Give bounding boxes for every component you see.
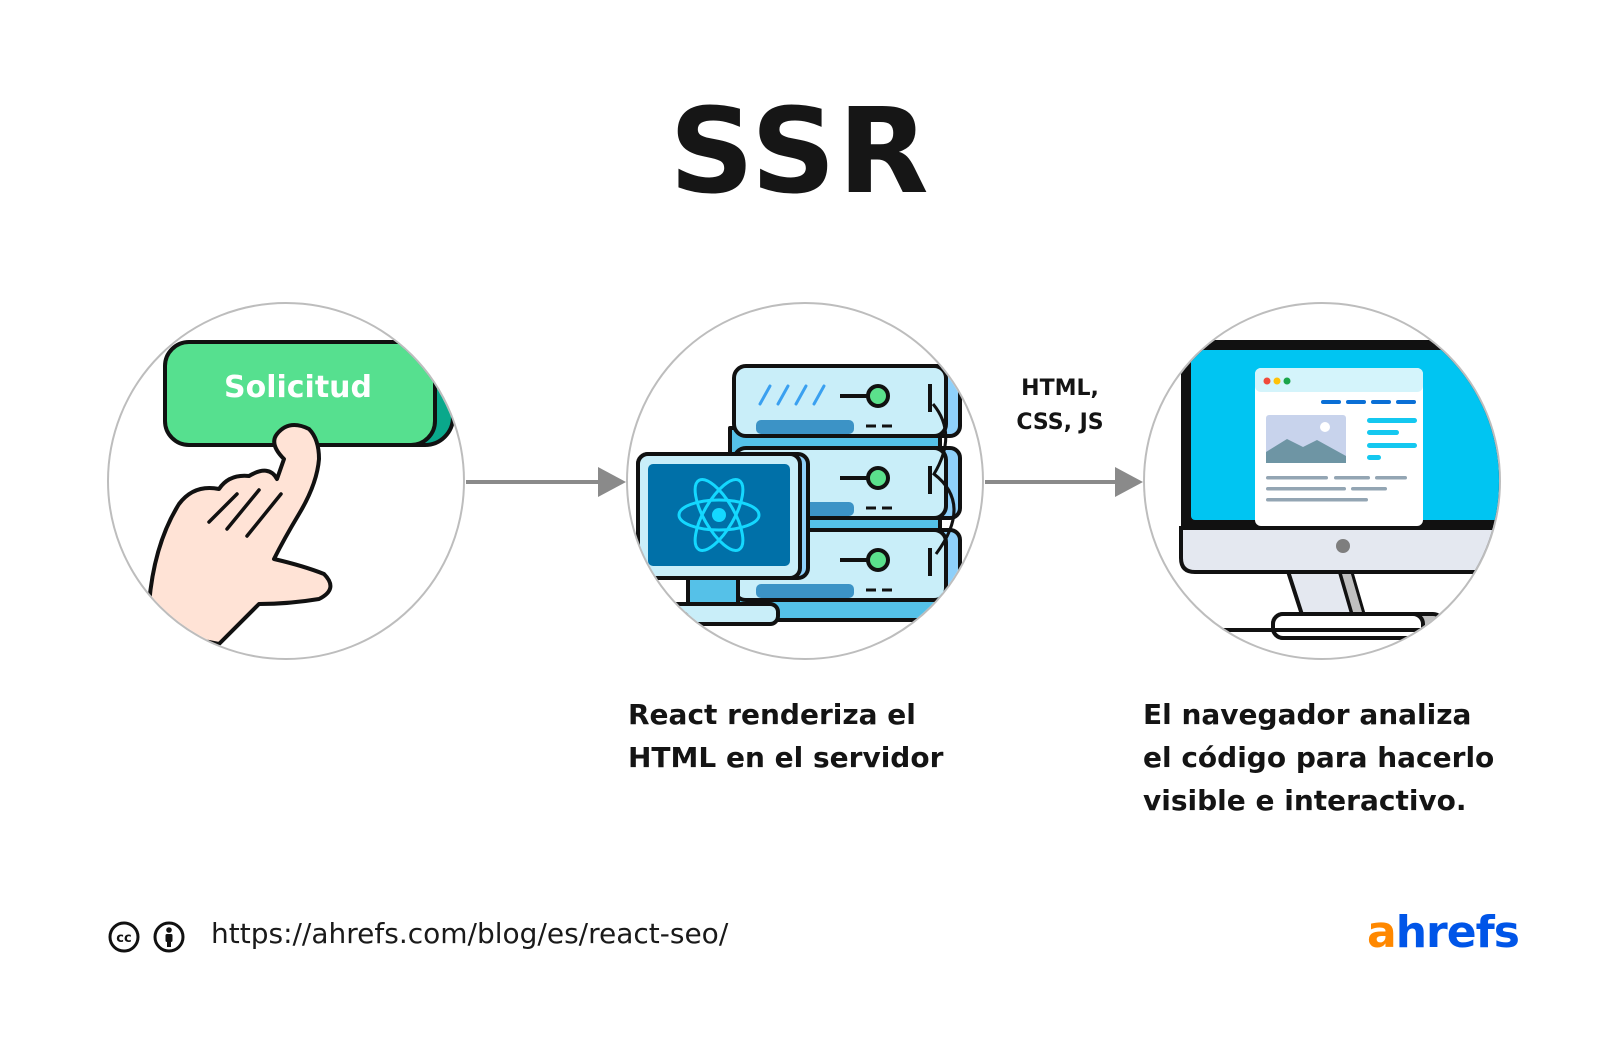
request-button-label: Solicitud	[223, 370, 373, 405]
caption-line: HTML en el servidor	[628, 741, 944, 774]
pointing-hand-icon	[147, 423, 333, 646]
step-request-circle	[107, 302, 465, 660]
cable-icon	[931, 403, 956, 555]
caption-line: El navegador analiza	[1143, 698, 1472, 731]
diagram-title: SSR	[669, 82, 931, 220]
server-unit	[728, 364, 962, 458]
caption-line: visible e interactivo.	[1143, 784, 1467, 817]
caption-line: el código para hacerlo	[1143, 741, 1495, 774]
arrow-request-to-server	[466, 480, 598, 484]
transfer-label: HTML, CSS, JS	[1000, 372, 1120, 440]
desktop-monitor-illustration	[1179, 340, 1499, 640]
webpage-mockup	[1255, 368, 1423, 526]
step-browser-circle	[1143, 302, 1501, 660]
logo-first-letter: a	[1367, 907, 1397, 958]
react-logo-icon	[677, 478, 761, 552]
arrow-head-icon	[598, 467, 626, 497]
creative-commons-icon: cc	[108, 921, 140, 953]
transfer-label-line: HTML,	[1021, 376, 1099, 401]
power-button-icon	[1336, 539, 1350, 553]
transfer-label-line: CSS, JS	[1016, 410, 1104, 435]
step-server-caption: React renderiza el HTML en el servidor	[628, 693, 943, 779]
logo-rest: hrefs	[1395, 907, 1520, 958]
caption-line: React renderiza el	[628, 698, 916, 731]
ahrefs-logo: ahrefs	[1367, 907, 1520, 958]
attribution-icon	[153, 921, 185, 953]
react-server-stack-illustration	[636, 364, 962, 626]
arrow-head-icon	[1115, 467, 1143, 497]
source-url-link[interactable]: https://ahrefs.com/blog/es/react-seo/	[211, 917, 729, 950]
svg-text:cc: cc	[116, 931, 131, 946]
step-server-circle	[626, 302, 984, 660]
step-browser-caption: El navegador analiza el código para hace…	[1143, 693, 1494, 822]
arrow-server-to-browser	[985, 480, 1115, 484]
hand-pressing-button-illustration	[147, 340, 455, 646]
